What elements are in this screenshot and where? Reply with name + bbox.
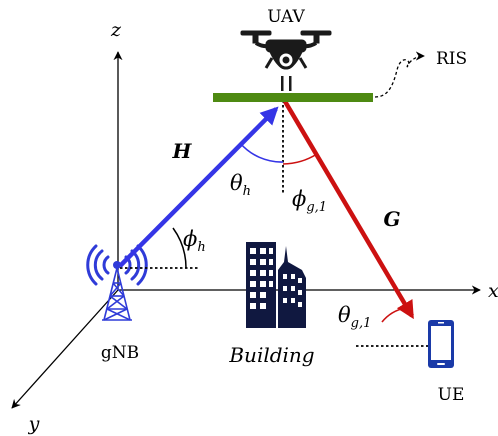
- phi-g1-arc: [282, 153, 318, 165]
- z-axis-label: z: [110, 19, 122, 41]
- uav-drone-icon: [240, 30, 332, 91]
- ue-label: UE: [438, 385, 465, 405]
- gnb-label: gNB: [101, 343, 139, 363]
- theta-g1-label: θg,1: [338, 303, 371, 331]
- channel-h-label: H: [172, 139, 193, 163]
- gnb-tower-icon: [102, 267, 132, 321]
- phi-h-arc: [172, 227, 187, 269]
- channel-g-label: G: [383, 207, 400, 231]
- channel-g-arrow: [281, 96, 414, 320]
- channel-h-arrow: [118, 106, 279, 268]
- ue-phone-icon: [428, 320, 454, 368]
- x-axis-label: x: [488, 280, 498, 302]
- building-icon: [246, 242, 306, 328]
- building-label: Building: [228, 343, 314, 367]
- signal-waves-icon: [86, 244, 148, 286]
- ris-pointer-arrow: [374, 51, 425, 98]
- y-axis-label: y: [28, 413, 40, 435]
- theta-g1-arc: [381, 307, 406, 323]
- theta-h-arc: [239, 142, 284, 163]
- y-axis: [11, 289, 119, 409]
- ris-panel: [213, 93, 373, 102]
- uav-label: UAV: [267, 7, 305, 27]
- phi-h-label: ϕh: [183, 227, 206, 255]
- theta-h-label: θh: [230, 171, 251, 199]
- ris-label: RIS: [436, 49, 467, 69]
- phi-g1-label: ϕg,1: [292, 187, 327, 215]
